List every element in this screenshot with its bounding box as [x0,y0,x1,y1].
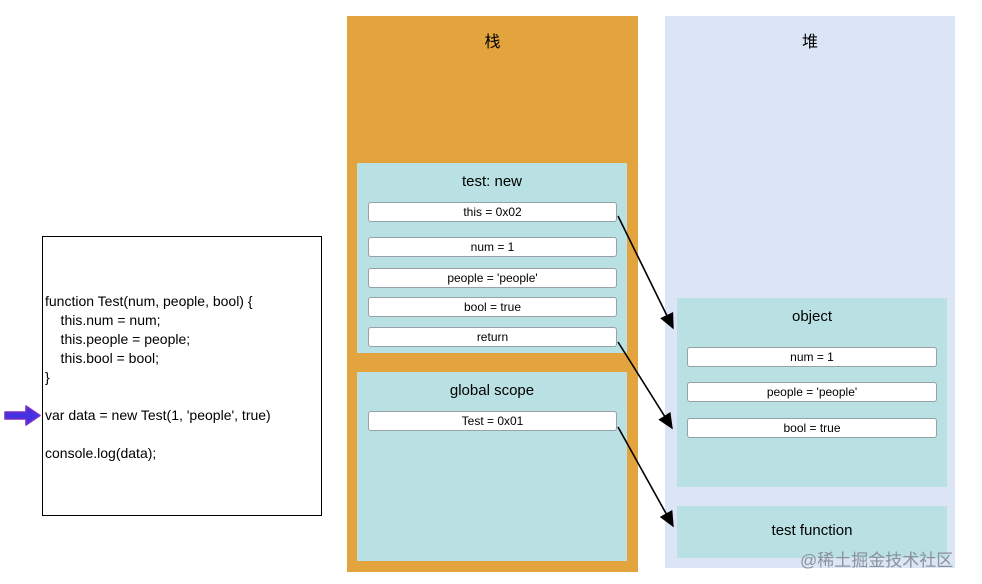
stack-slot-test-addr: Test = 0x01 [368,411,617,431]
code-line: this.num = num; [45,312,161,328]
heap-block-object: object num = 1 people = 'people' bool = … [677,298,947,487]
heap-block-title: test function [771,522,853,539]
stack-region: 栈 test: new this = 0x02 num = 1 people =… [347,16,638,572]
code-line: this.people = people; [45,331,191,347]
heap-slot-people: people = 'people' [687,382,937,402]
heap-slot-bool: bool = true [687,418,937,438]
stack-title: 栈 [484,34,501,51]
code-line: function Test(num, people, bool) { [45,293,253,309]
code-line: } [45,369,50,385]
stack-slot-this: this = 0x02 [368,202,617,222]
stack-frame-test-new: test: new this = 0x02 num = 1 people = '… [357,163,627,353]
stack-frame-title: global scope [449,382,535,399]
code-line: var data = new Test(1, 'people', true) [45,407,271,423]
stack-slot-bool: bool = true [368,297,617,317]
stack-slot-people: people = 'people' [368,268,617,288]
heap-slot-num: num = 1 [687,347,937,367]
stack-slot-return: return [368,327,617,347]
heap-block-title: object [791,308,833,325]
stack-slot-num: num = 1 [368,237,617,257]
heap-region: 堆 object num = 1 people = 'people' bool … [665,16,955,568]
arrow-right-icon [4,405,41,426]
code-line [45,425,319,444]
code-line: console.log(data); [45,445,157,461]
watermark: @稀土掘金技术社区 [800,551,954,570]
code-line: this.bool = bool; [45,350,160,366]
code-panel: function Test(num, people, bool) { this.… [42,236,322,516]
heap-title: 堆 [801,34,818,51]
code-line [45,387,319,406]
stack-frame-global-scope: global scope Test = 0x01 [357,372,627,561]
heap-block-test-function: test function [677,506,947,558]
stack-frame-title: test: new [461,173,523,190]
